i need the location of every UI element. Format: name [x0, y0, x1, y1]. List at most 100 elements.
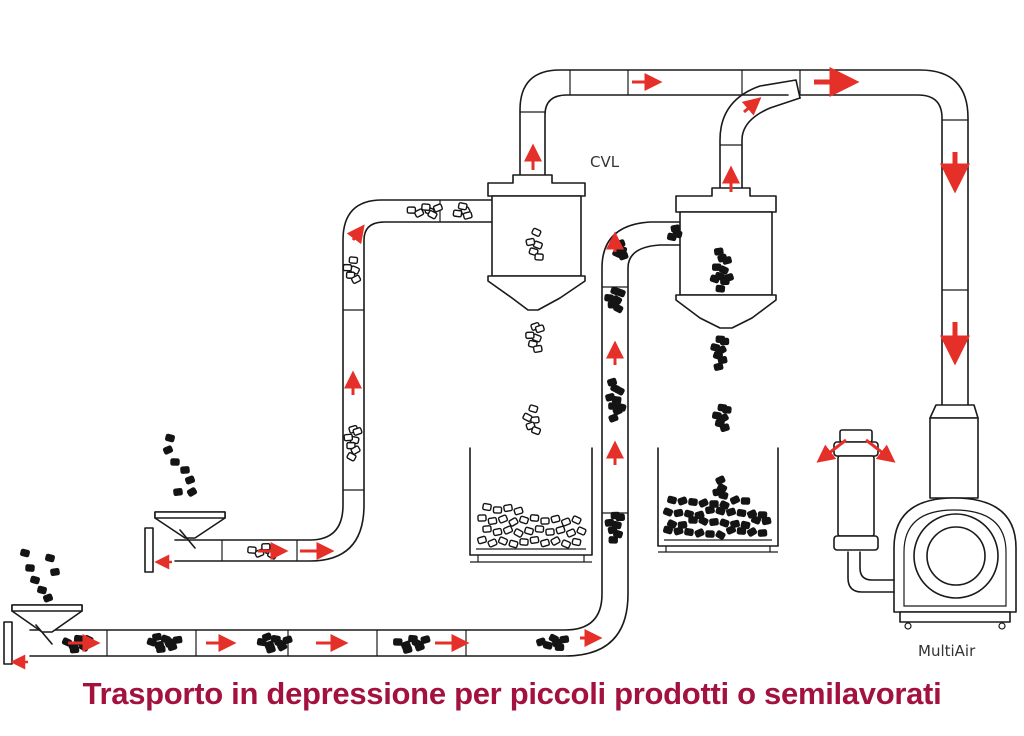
product-piece — [529, 514, 540, 522]
product-piece — [457, 202, 468, 211]
product-piece — [667, 495, 677, 505]
product-piece — [694, 528, 705, 538]
product-piece — [710, 343, 721, 352]
product-piece — [487, 516, 498, 526]
product-piece — [408, 634, 418, 643]
product-piece — [421, 203, 431, 212]
product-piece — [522, 412, 533, 423]
hopper-2 — [144, 511, 226, 573]
product-piece — [613, 303, 624, 314]
product-piece — [711, 411, 722, 420]
product-piece — [757, 529, 768, 537]
product-piece — [750, 515, 762, 525]
product-piece — [534, 525, 545, 533]
product-piece — [393, 638, 403, 646]
product-piece — [709, 518, 719, 526]
product-piece — [722, 256, 733, 265]
product-piece — [45, 553, 55, 563]
product-piece — [715, 506, 726, 516]
product-piece — [705, 505, 715, 515]
product-piece — [420, 635, 431, 645]
product-piece — [683, 509, 695, 519]
flow-arrow — [816, 438, 847, 463]
product-piece — [503, 503, 513, 513]
product-piece — [42, 593, 54, 603]
product-piece — [746, 527, 758, 537]
product-piece — [709, 500, 719, 508]
product-piece — [152, 632, 162, 642]
product-pieces — [20, 202, 772, 654]
product-piece — [684, 527, 694, 537]
product-piece — [688, 516, 698, 524]
product-piece — [719, 500, 730, 510]
product-piece — [698, 498, 709, 508]
silencer-filter — [833, 429, 895, 593]
product-piece — [712, 263, 722, 271]
product-piece — [666, 519, 678, 529]
product-piece — [346, 452, 357, 462]
product-piece — [477, 514, 487, 522]
product-piece — [402, 645, 413, 654]
product-piece — [530, 426, 542, 436]
product-piece — [730, 519, 740, 529]
product-piece — [518, 515, 530, 525]
product-piece — [560, 517, 572, 527]
product-piece — [673, 526, 684, 536]
product-piece — [736, 508, 747, 518]
product-piece — [666, 232, 677, 242]
product-piece — [698, 516, 709, 526]
product-piece — [534, 253, 544, 261]
product-piece — [715, 530, 726, 540]
product-piece — [162, 445, 174, 455]
product-piece — [736, 527, 747, 535]
product-piece — [532, 344, 543, 354]
product-piece — [560, 539, 572, 549]
multiair-label: MultiAir — [918, 642, 976, 660]
product-piece — [717, 355, 728, 365]
product-piece — [694, 510, 705, 520]
product-piece — [497, 536, 509, 546]
product-piece — [184, 475, 196, 485]
product-piece — [282, 635, 293, 645]
product-piece — [160, 634, 171, 644]
product-piece — [523, 526, 535, 536]
product-piece — [69, 645, 80, 654]
product-piece — [342, 263, 353, 272]
product-piece — [508, 539, 519, 549]
product-piece — [348, 256, 359, 265]
product-piece — [615, 288, 626, 298]
product-piece — [528, 404, 539, 414]
product-piece — [713, 362, 724, 371]
product-piece — [608, 536, 618, 544]
product-piece — [73, 634, 84, 643]
product-piece — [261, 543, 271, 551]
product-piece — [261, 632, 273, 642]
product-piece — [729, 495, 741, 505]
product-piece — [540, 517, 550, 525]
product-piece — [539, 538, 551, 548]
product-piece — [29, 575, 41, 585]
product-piece — [155, 645, 166, 654]
cvl-label: CVL — [590, 153, 620, 171]
product-piece — [662, 507, 674, 517]
product-piece — [462, 211, 473, 220]
product-piece — [277, 641, 288, 652]
product-piece — [550, 514, 561, 524]
product-piece — [677, 496, 688, 506]
product-piece — [427, 209, 438, 220]
collection-bin-1 — [469, 447, 593, 563]
product-piece — [723, 273, 734, 283]
flow-arrow — [741, 97, 762, 116]
product-piece — [529, 535, 540, 545]
product-piece — [497, 514, 509, 524]
flow-arrow — [865, 438, 896, 463]
product-piece — [167, 642, 178, 652]
product-piece — [173, 487, 183, 497]
product-piece — [180, 466, 190, 474]
collection-bin-2 — [657, 447, 779, 553]
product-piece — [350, 445, 361, 455]
product-piece — [519, 538, 529, 546]
product-piece — [513, 528, 524, 538]
product-piece — [571, 537, 582, 547]
product-piece — [170, 458, 180, 466]
